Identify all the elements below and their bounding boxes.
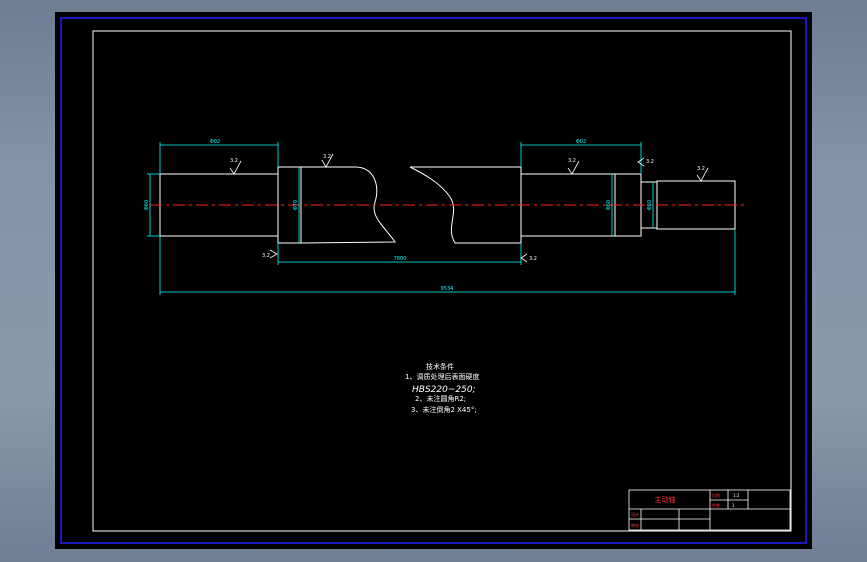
outer-frame	[60, 17, 807, 544]
title-row1-label: 比例	[712, 492, 720, 498]
title-row2-label: 件数	[712, 502, 720, 508]
dim-shoulder-diameter: Φ70	[293, 200, 299, 210]
tech-req-line1: 1、调质处理后表面硬度	[405, 372, 479, 381]
title-row1-value: 1:2	[733, 493, 740, 498]
roughness-left-lower: 3.2	[262, 253, 270, 259]
dimension-lines	[147, 142, 736, 295]
dim-end-diameter: Φ50	[647, 200, 653, 210]
tech-req-line2: 2、未注圆角R2;	[415, 394, 466, 403]
tech-req-title: 技术条件	[426, 362, 454, 371]
roughness-right-journal: 3.2	[568, 158, 576, 164]
dim-left-diameter: Φ60	[144, 200, 150, 210]
dim-right-diameter: Φ60	[606, 200, 612, 210]
title-checker-label: 审核	[631, 522, 639, 528]
dim-left-journal-length: Φ02	[210, 139, 220, 145]
title-block	[628, 489, 791, 531]
inner-border	[92, 30, 792, 532]
dim-right-journal-length: Φ02	[576, 139, 586, 145]
shaft-body-left	[300, 166, 396, 244]
drawing-viewport[interactable]: Φ02 Φ02 7800 9534 Φ60 Φ70 Φ60 Φ50 3.2 3.…	[55, 12, 812, 549]
roughness-symbols	[229, 153, 709, 263]
title-designer-label: 设计	[631, 511, 639, 517]
roughness-end: 3.2	[697, 166, 705, 172]
roughness-left-journal: 3.2	[230, 158, 238, 164]
title-part-name: 主动轴	[655, 495, 676, 504]
roughness-body-lower: 3.2	[529, 256, 537, 262]
tech-req-line1b: HBS220~250;	[412, 385, 476, 395]
roughness-right-face: 3.2	[646, 159, 654, 165]
shaft-body-right	[409, 166, 522, 244]
title-row2-value: 1	[732, 503, 735, 508]
tech-req-line3: 3、未注倒角2 X45°;	[411, 405, 477, 414]
cad-drawing: Φ02 Φ02 7800 9534 Φ60 Φ70 Φ60 Φ50 3.2 3.…	[60, 17, 807, 544]
dim-overall-length: 9534	[441, 286, 454, 292]
dim-body-length: 7800	[394, 256, 407, 262]
roughness-body-top: 3.2	[323, 154, 331, 160]
